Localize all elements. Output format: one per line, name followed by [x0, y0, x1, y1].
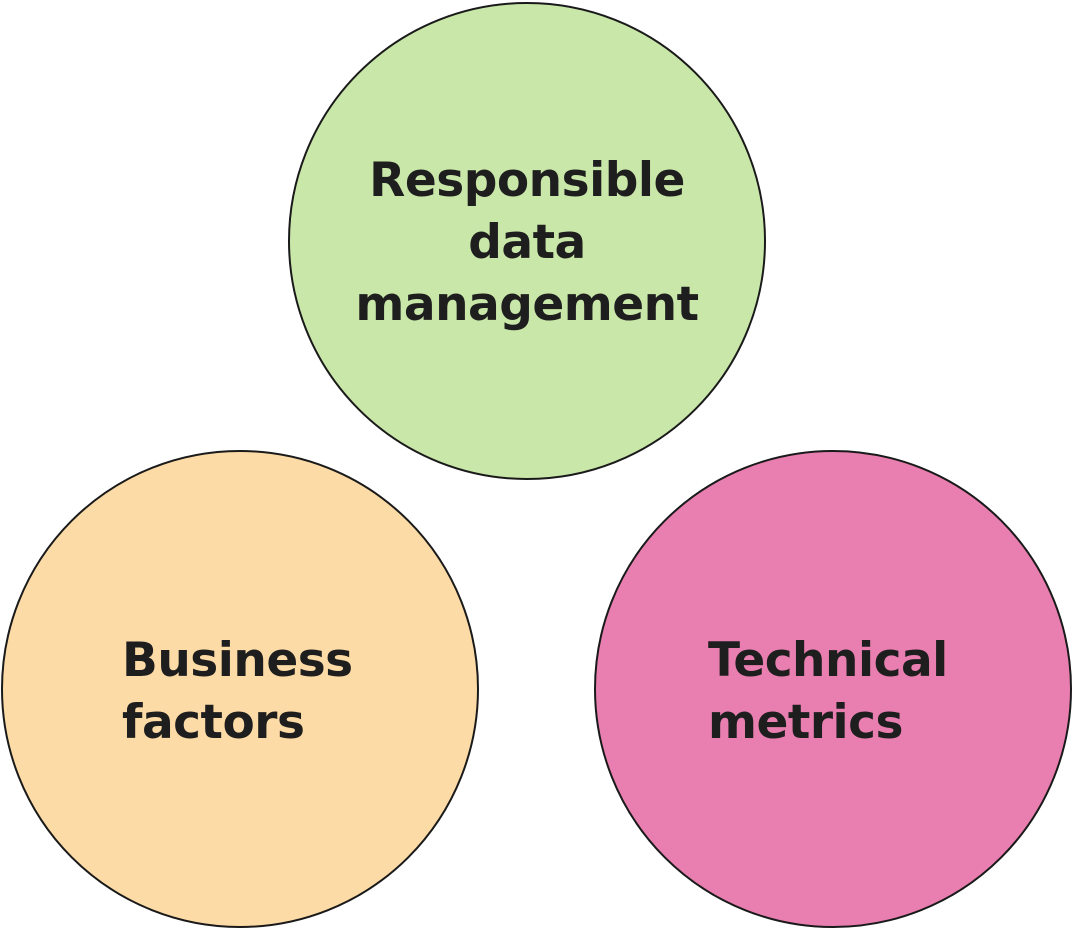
technical-metrics-label: Technical metrics: [708, 630, 948, 754]
responsible-data-management-label: Responsible data management: [288, 150, 766, 336]
label-line: metrics: [708, 695, 903, 750]
business-factors-circle: [1, 450, 479, 928]
label-line: Business: [122, 633, 353, 688]
label-line: Technical: [708, 633, 948, 688]
label-line: management: [355, 277, 699, 332]
responsible-data-management-circle: [288, 2, 766, 480]
label-line: factors: [122, 695, 305, 750]
label-line: data: [468, 215, 586, 270]
business-factors-label: Business factors: [122, 630, 353, 754]
technical-metrics-circle: [594, 450, 1072, 928]
label-line: Responsible: [369, 153, 685, 208]
